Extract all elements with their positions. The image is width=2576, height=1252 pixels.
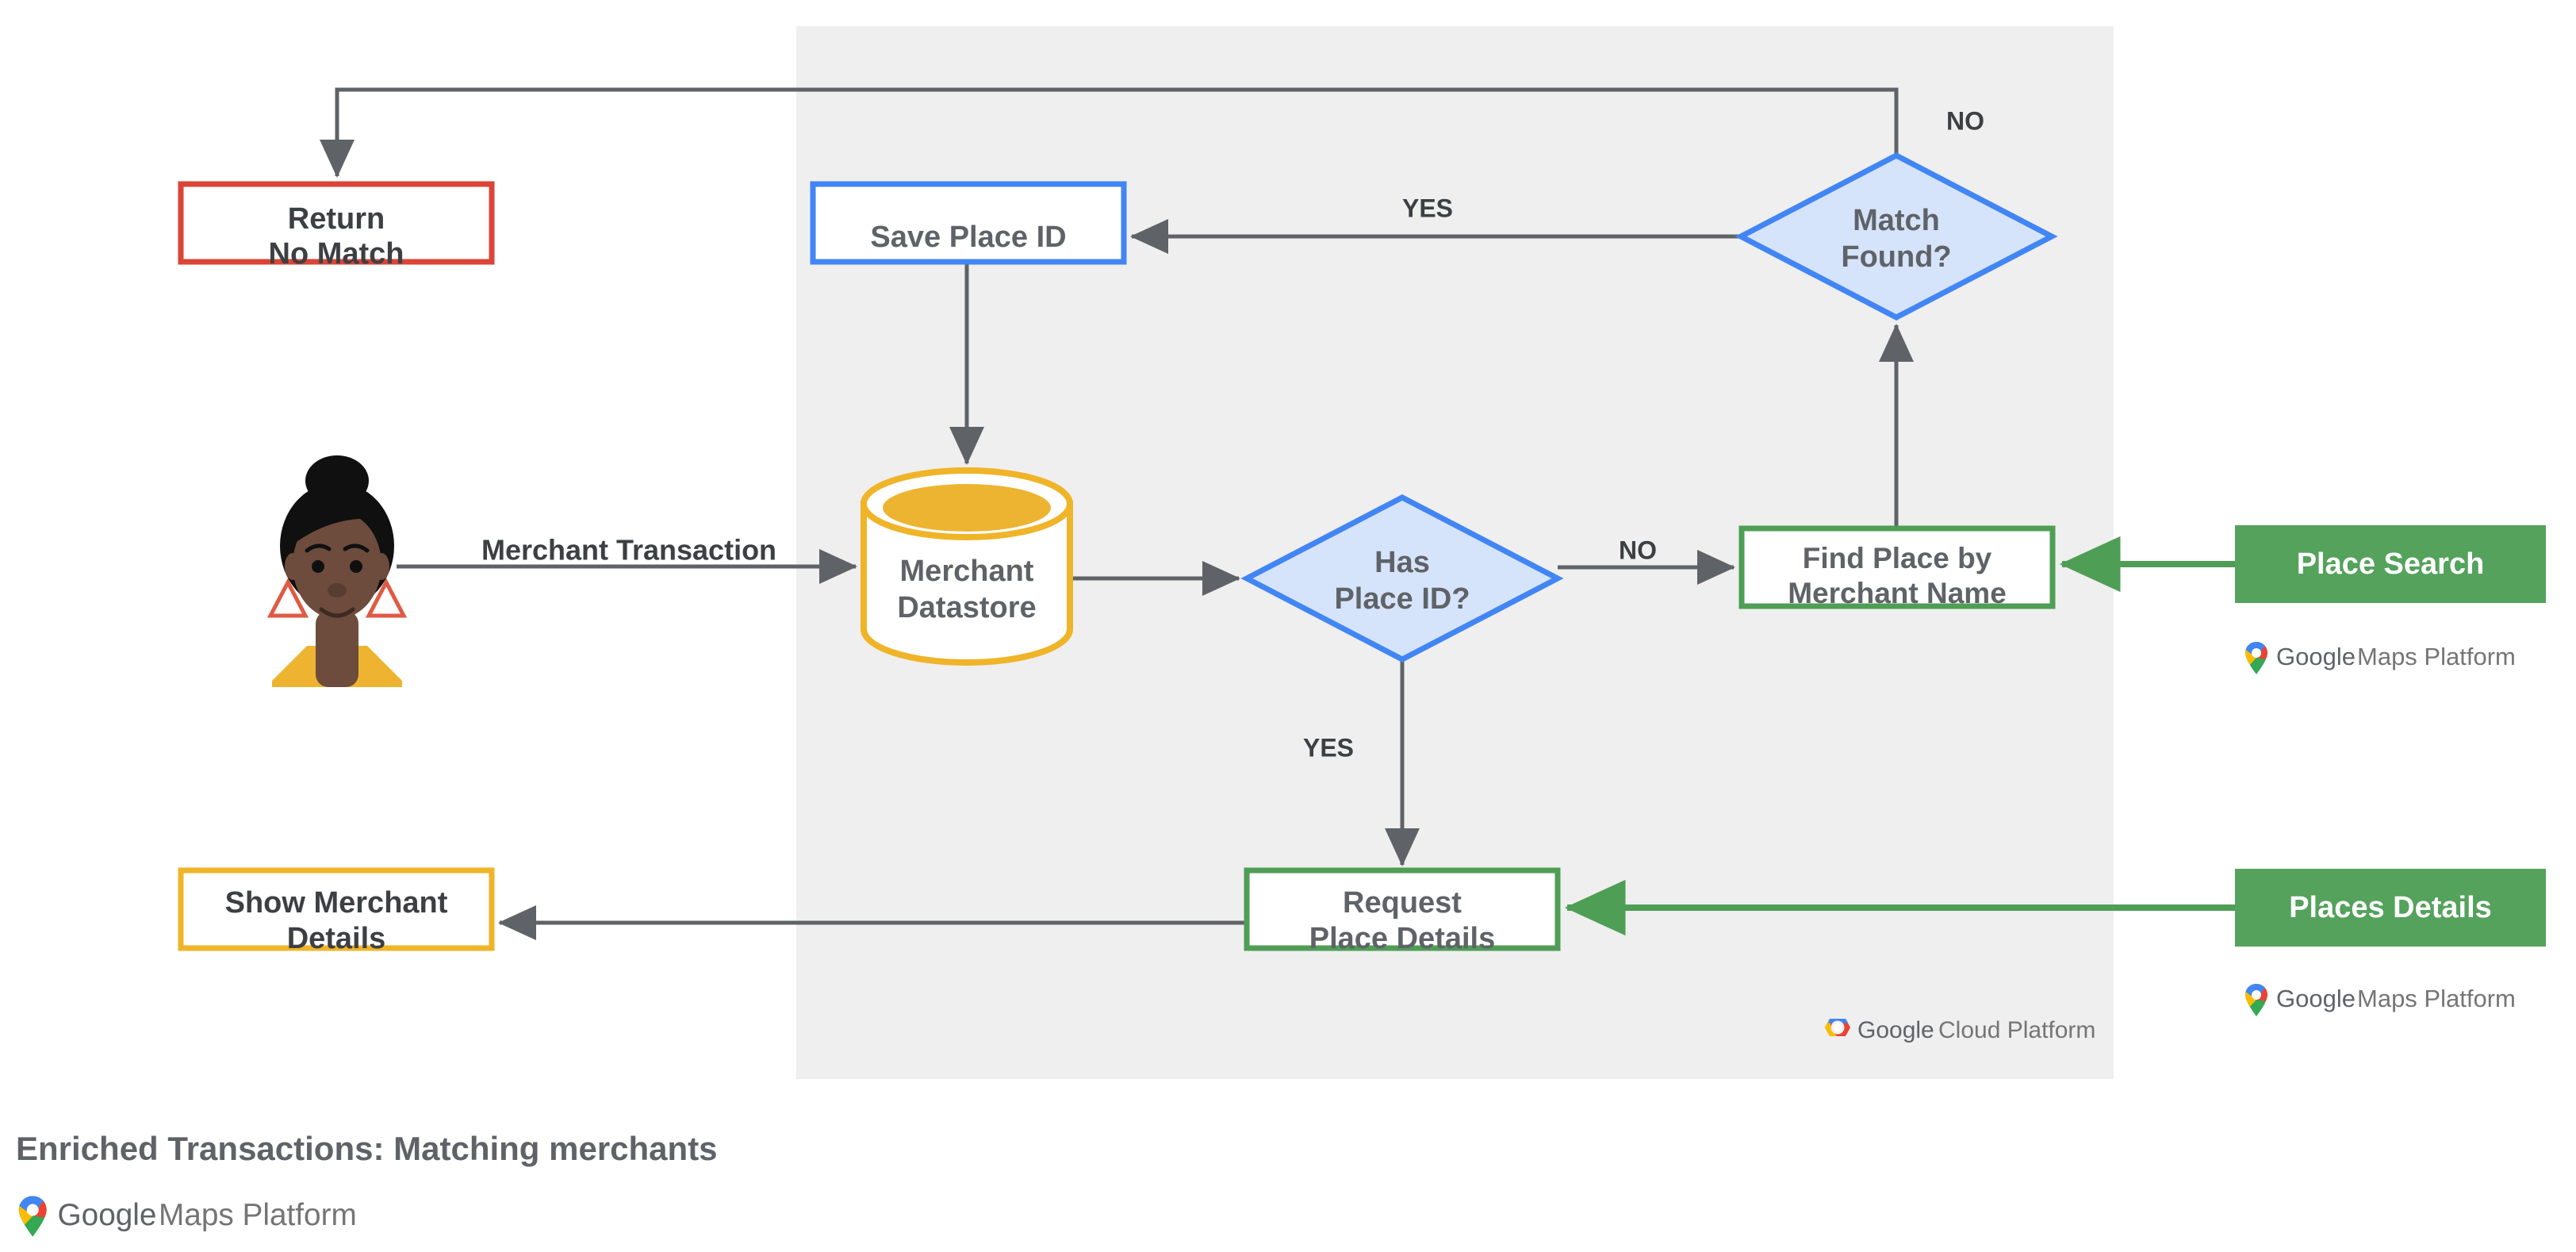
cloud-platform-logo: Google Cloud Platform <box>1825 1017 2095 1043</box>
avatar-face <box>293 511 381 619</box>
maps-pin-icon <box>2245 984 2267 1016</box>
edge-label-yes-place-id: YES <box>1303 733 1354 762</box>
avatar-ear-left <box>285 553 301 580</box>
node-merchant-datastore[interactable]: Merchant Datastore <box>861 467 1073 666</box>
edge-label-merchant-transaction: Merchant Transaction <box>481 534 776 566</box>
edge-label-no-place-id: NO <box>1619 536 1657 564</box>
places-details-maps-logo: Google Maps Platform <box>2245 984 2516 1016</box>
maps-logo-google-text: Google <box>58 1198 157 1232</box>
has-place-id-label-line1: Has <box>1374 546 1430 579</box>
save-place-id-label: Save Place ID <box>870 221 1066 254</box>
request-place-details-label-line1: Request <box>1343 886 1462 920</box>
return-no-match-label-line2: No Match <box>269 237 404 271</box>
node-match-found[interactable]: Match Found? <box>1735 152 2058 321</box>
edge-labels: Merchant Transaction YES NO NO YES <box>481 106 1984 762</box>
edge-label-no-match: NO <box>1946 106 1984 135</box>
find-place-label-line1: Find Place by <box>1803 542 1992 574</box>
node-find-place-by-merchant-name[interactable]: Find Place by Merchant Name <box>1738 525 2056 609</box>
avatar-ear-right <box>374 553 389 580</box>
show-merchant-details-label-line2: Details <box>287 922 386 955</box>
avatar-eyebrow-left <box>305 543 332 553</box>
edges-green <box>1564 536 2235 936</box>
find-place-label-line2: Merchant Name <box>1788 577 2007 609</box>
node-has-place-id[interactable]: Has Place ID? <box>1240 494 1564 662</box>
merchant-datastore-label-line1: Merchant <box>900 555 1034 588</box>
avatar-mouth <box>319 607 355 618</box>
avatar-fringe <box>283 501 386 552</box>
merchant-datastore-label-line2: Datastore <box>897 591 1036 624</box>
maps-logo-google-text: Google <box>2276 985 2356 1012</box>
avatar-nose <box>328 583 347 597</box>
show-merchant-details-label-line1: Show Merchant <box>225 886 448 920</box>
caption-maps-logo: Google Maps Platform <box>18 1196 357 1237</box>
cloud-hexagon-icon <box>1825 1019 1850 1036</box>
maps-pin-icon <box>18 1196 47 1237</box>
node-places-details[interactable]: Places Details <box>2235 869 2546 947</box>
node-save-place-id[interactable]: Save Place ID <box>810 181 1127 265</box>
place-search-label: Place Search <box>2297 547 2485 581</box>
match-found-label-line2: Found? <box>1841 240 1951 274</box>
maps-logo-google-text: Google <box>2276 643 2356 670</box>
node-show-merchant-details[interactable]: Show Merchant Details <box>178 867 495 955</box>
edges <box>320 87 1914 940</box>
datastore-top-fill <box>883 484 1051 532</box>
cloud-logo-google-text: Google <box>1857 1017 1934 1043</box>
has-place-id-label-line2: Place ID? <box>1334 582 1470 616</box>
match-found-label-line1: Match <box>1853 204 1940 237</box>
return-no-match-label-line1: Return <box>288 202 385 236</box>
request-place-details-label-line2: Place Details <box>1309 922 1495 955</box>
node-request-place-details[interactable]: Request Place Details <box>1244 867 1561 955</box>
edge-label-yes-match: YES <box>1402 194 1453 222</box>
maps-logo-product-text: Maps Platform <box>159 1198 357 1232</box>
page-title: Enriched Transactions: Matching merchant… <box>16 1130 718 1167</box>
node-place-search[interactable]: Place Search <box>2235 525 2546 603</box>
node-return-no-match[interactable]: Return No Match <box>178 181 495 271</box>
cloud-logo-product-text: Cloud Platform <box>1938 1017 2095 1043</box>
avatar-eye-right <box>350 560 362 573</box>
edge-match-found-no <box>320 87 1899 179</box>
avatar-earring-left <box>266 578 309 618</box>
avatar-neck <box>316 611 358 687</box>
places-details-label: Places Details <box>2289 891 2492 924</box>
user-avatar <box>266 455 408 687</box>
avatar-eye-left <box>312 560 324 573</box>
maps-pin-icon <box>2245 642 2267 674</box>
maps-logo-product-text: Maps Platform <box>2357 643 2516 670</box>
maps-logo-product-text: Maps Platform <box>2357 985 2516 1012</box>
avatar-eyebrow-right <box>343 543 370 553</box>
avatar-earring-right <box>365 578 408 618</box>
place-search-maps-logo: Google Maps Platform <box>2245 642 2516 674</box>
